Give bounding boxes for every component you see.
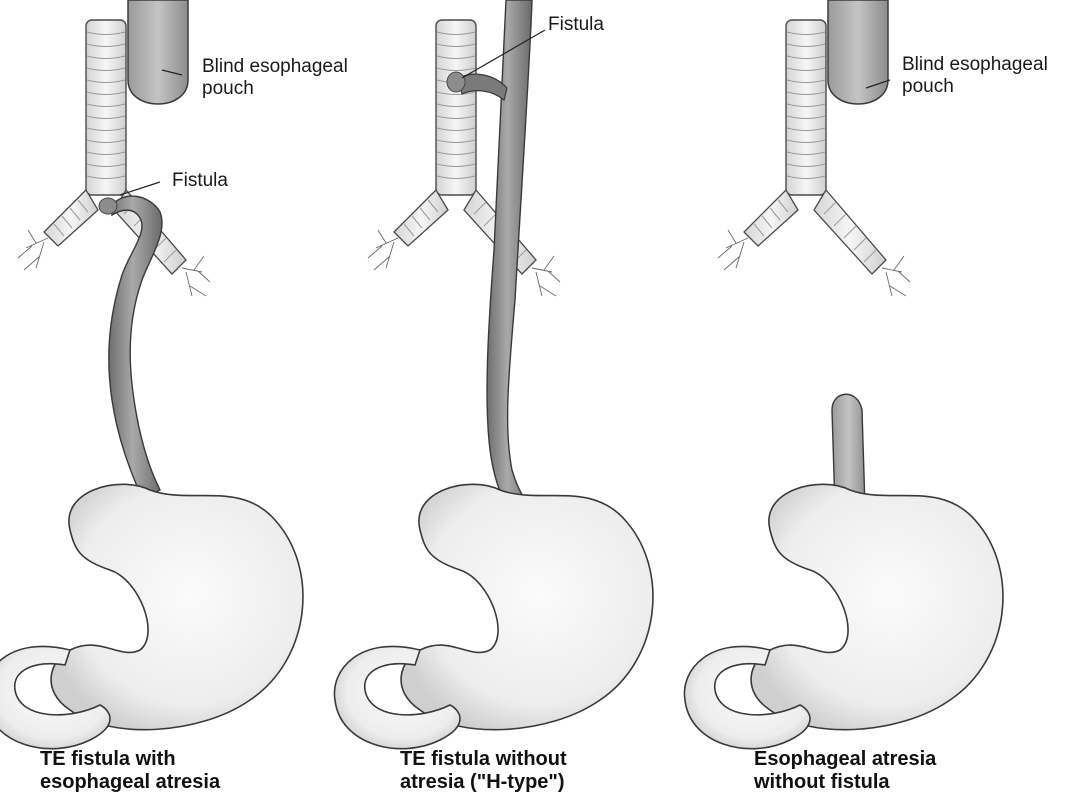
panel-2-illustration	[334, 0, 653, 749]
panel-1-pouch-label: Blind esophageal pouch	[202, 56, 348, 100]
panel-3-illustration	[684, 0, 1003, 749]
panel-3-pouch-label: Blind esophageal pouch	[902, 54, 1048, 98]
panel-2-caption: TE fistula without atresia ("H-type")	[400, 748, 567, 794]
panel-1-illustration	[0, 0, 303, 749]
panel-1-caption: TE fistula with esophageal atresia	[40, 748, 220, 794]
panel-3-caption: Esophageal atresia without fistula	[754, 748, 936, 794]
panel-2-fistula-label: Fistula	[548, 14, 604, 36]
panel-1-fistula-label: Fistula	[172, 170, 228, 192]
